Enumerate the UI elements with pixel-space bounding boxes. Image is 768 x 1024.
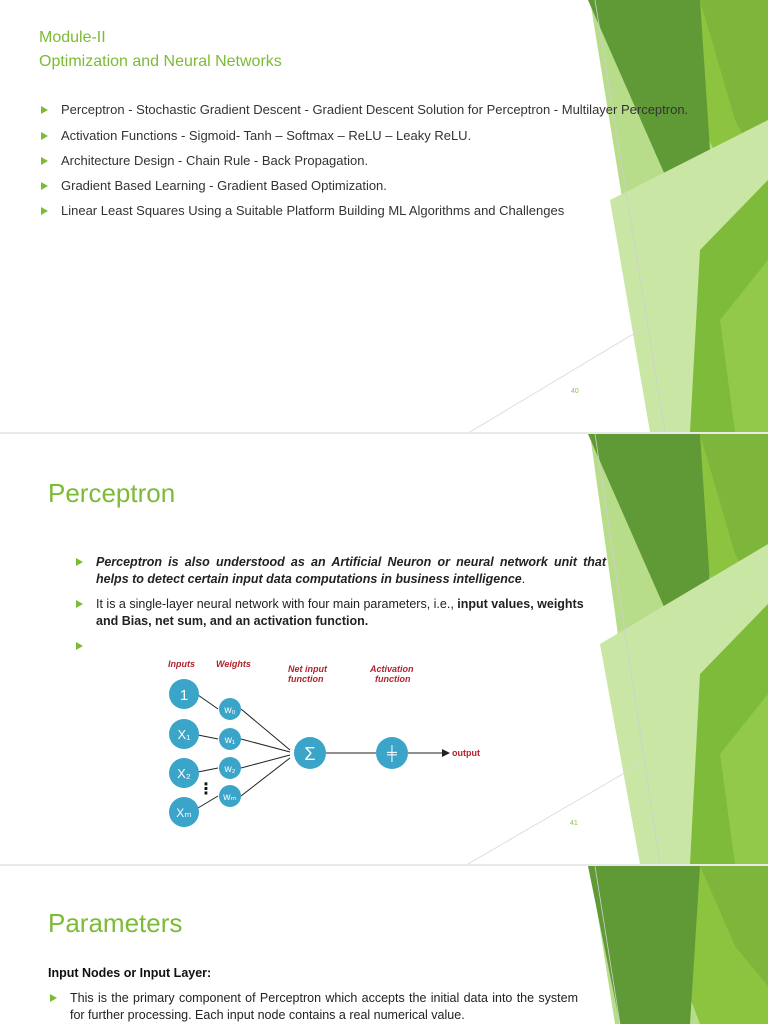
diagram-label-activation-2: function	[375, 674, 411, 684]
list-item-text: Activation Functions - Sigmoid- Tanh – S…	[61, 128, 472, 143]
list-item: Architecture Design - Chain Rule - Back …	[39, 153, 699, 169]
diagram-label-net-input-2: function	[288, 674, 324, 684]
output-arrowhead-icon	[442, 749, 450, 757]
diagram-label-inputs: Inputs	[168, 659, 195, 669]
perceptron-diagram: Inputs Weights Net input function Activa…	[168, 659, 480, 827]
list-item: This is the primary component of Percept…	[48, 990, 578, 1024]
slide-title: Parameters	[48, 908, 183, 938]
diagram-label-net-input-1: Net input	[288, 664, 328, 674]
bullet-arrow-icon	[76, 642, 83, 650]
slide-separator	[0, 864, 768, 866]
bullet-arrow-icon	[76, 558, 83, 566]
list-item: It is a single-layer neural network with…	[74, 596, 606, 630]
weight-node: w₂	[219, 757, 241, 779]
list-item-text: Perceptron - Stochastic Gradient Descent…	[61, 102, 689, 117]
bullet-arrow-icon	[41, 157, 48, 165]
summation-node: Σ	[294, 737, 326, 769]
perceptron-bullets: Perceptron is also understood as an Arti…	[74, 554, 606, 655]
input-node: X₁	[169, 719, 199, 749]
list-item-text: Perceptron is also understood as an Arti…	[96, 555, 606, 586]
slide-separator	[0, 432, 768, 434]
diagram-label-weights: Weights	[216, 659, 251, 669]
bullet-arrow-icon	[41, 106, 48, 114]
slide-number: 41	[570, 820, 578, 827]
slide-perceptron: Perceptron Perceptron is also understood…	[0, 434, 768, 864]
sigma-icon: Σ	[304, 744, 315, 764]
list-item-text: It is a single-layer neural network with…	[96, 597, 458, 611]
list-item-text-bold: input values, weights and Bias, net sum,…	[96, 597, 584, 628]
list-item-text-end: .	[521, 572, 526, 586]
bullet-arrow-icon	[50, 994, 57, 1002]
bullet-arrow-icon	[41, 182, 48, 190]
slide-parameters: Parameters Input Nodes or Input Layer: T…	[0, 866, 768, 1024]
input-node: Xₘ	[169, 797, 199, 827]
weight-node: wₘ	[219, 785, 241, 807]
list-item	[74, 638, 606, 655]
list-item-text: Linear Least Squares Using a Suitable Pl…	[61, 203, 565, 218]
ellipsis-dots: ⋮	[198, 781, 214, 798]
input-node: 1	[169, 679, 199, 709]
module-subtitle: Optimization and Neural Networks	[39, 53, 282, 70]
list-item: Activation Functions - Sigmoid- Tanh – S…	[39, 128, 699, 144]
slide-title: Perceptron	[48, 478, 176, 508]
weight-node: w₁	[219, 728, 241, 750]
diagram-label-activation-1: Activation	[369, 664, 414, 674]
svg-text:Xₘ: Xₘ	[176, 806, 191, 820]
svg-text:1: 1	[180, 687, 188, 704]
svg-text:w₁: w₁	[224, 735, 236, 746]
bullet-arrow-icon	[76, 600, 83, 608]
svg-text:wₘ: wₘ	[222, 792, 236, 803]
list-item-text: Architecture Design - Chain Rule - Back …	[61, 153, 369, 168]
activation-node: ╪	[376, 737, 408, 769]
list-item: Perceptron is also understood as an Arti…	[74, 554, 606, 588]
list-item: Linear Least Squares Using a Suitable Pl…	[39, 203, 699, 219]
slide-module-ii: Module-II Optimization and Neural Networ…	[0, 0, 768, 432]
weight-node: w₀	[219, 698, 241, 720]
diagram-connections	[197, 694, 442, 809]
bullet-arrow-icon	[41, 132, 48, 140]
list-item-text: This is the primary component of Percept…	[70, 991, 578, 1022]
list-item: Gradient Based Learning - Gradient Based…	[39, 178, 699, 194]
parameters-bullets: This is the primary component of Percept…	[48, 990, 578, 1024]
list-item: Perceptron - Stochastic Gradient Descent…	[39, 102, 699, 118]
bullet-arrow-icon	[41, 207, 48, 215]
module-title: Module-II	[39, 29, 106, 46]
slide-number: 40	[571, 388, 579, 395]
svg-text:X₂: X₂	[177, 766, 191, 781]
svg-text:w₂: w₂	[223, 764, 235, 775]
svg-text:w₀: w₀	[223, 705, 235, 716]
step-function-icon: ╪	[386, 745, 397, 763]
svg-text:X₁: X₁	[177, 727, 191, 742]
module-topics-list: Perceptron - Stochastic Gradient Descent…	[39, 102, 699, 219]
input-node: X₂	[169, 758, 199, 788]
section-subheading: Input Nodes or Input Layer:	[48, 966, 212, 980]
list-item-text: Gradient Based Learning - Gradient Based…	[61, 178, 387, 193]
diagram-output-label: output	[452, 748, 480, 758]
